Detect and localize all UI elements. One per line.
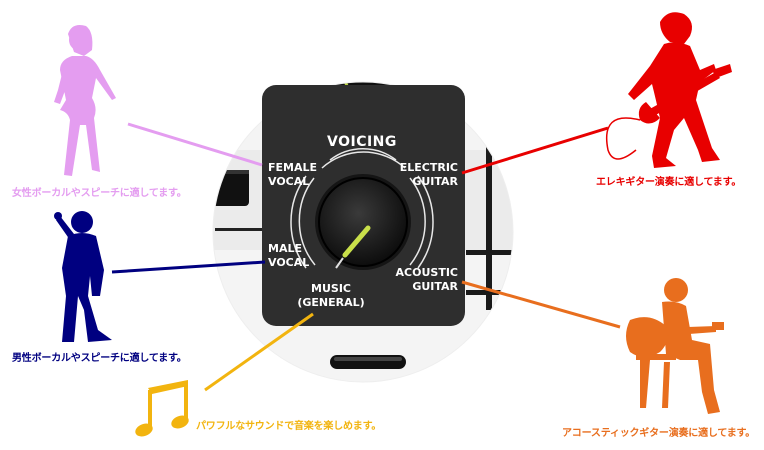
knob-scale-arcs bbox=[290, 147, 434, 269]
voicing-knob[interactable] bbox=[315, 174, 411, 270]
male-vocal-label: MALE VOCAL bbox=[268, 242, 310, 269]
male-singer-silhouette-icon bbox=[54, 211, 112, 342]
female-singer-silhouette-icon bbox=[54, 25, 116, 176]
music-general-label: MUSIC (GENERAL) bbox=[297, 282, 365, 309]
music-caption: パワフルなサウンドで音楽を楽しめます。 bbox=[196, 421, 382, 432]
acoustic-connector-line bbox=[461, 280, 621, 329]
electric-caption: エレキギター演奏に適してます。 bbox=[596, 177, 742, 188]
acoustic-guitarist-silhouette-icon bbox=[626, 278, 724, 414]
knob-pointer bbox=[342, 225, 371, 258]
electric-connector-line bbox=[461, 126, 609, 175]
female-connector-line bbox=[127, 122, 263, 167]
acoustic-caption: アコースティックギター演奏に適してます。 bbox=[562, 428, 756, 439]
music-connector-line bbox=[204, 312, 314, 392]
female-vocal-label: FEMALE VOCAL bbox=[268, 161, 318, 188]
acoustic-guitar-label: ACOUSTIC GUITAR bbox=[395, 266, 458, 293]
electric-guitar-label: ELECTRIC GUITAR bbox=[399, 161, 458, 188]
male-connector-line bbox=[111, 260, 266, 274]
electric-guitarist-silhouette-icon bbox=[606, 12, 732, 168]
music-notes-icon bbox=[135, 380, 189, 437]
male-caption: 男性ボーカルやスピーチに適してます。 bbox=[12, 353, 187, 364]
female-caption: 女性ボーカルやスピーチに適してます。 bbox=[12, 188, 187, 199]
voicing-title: VOICING bbox=[327, 134, 397, 150]
